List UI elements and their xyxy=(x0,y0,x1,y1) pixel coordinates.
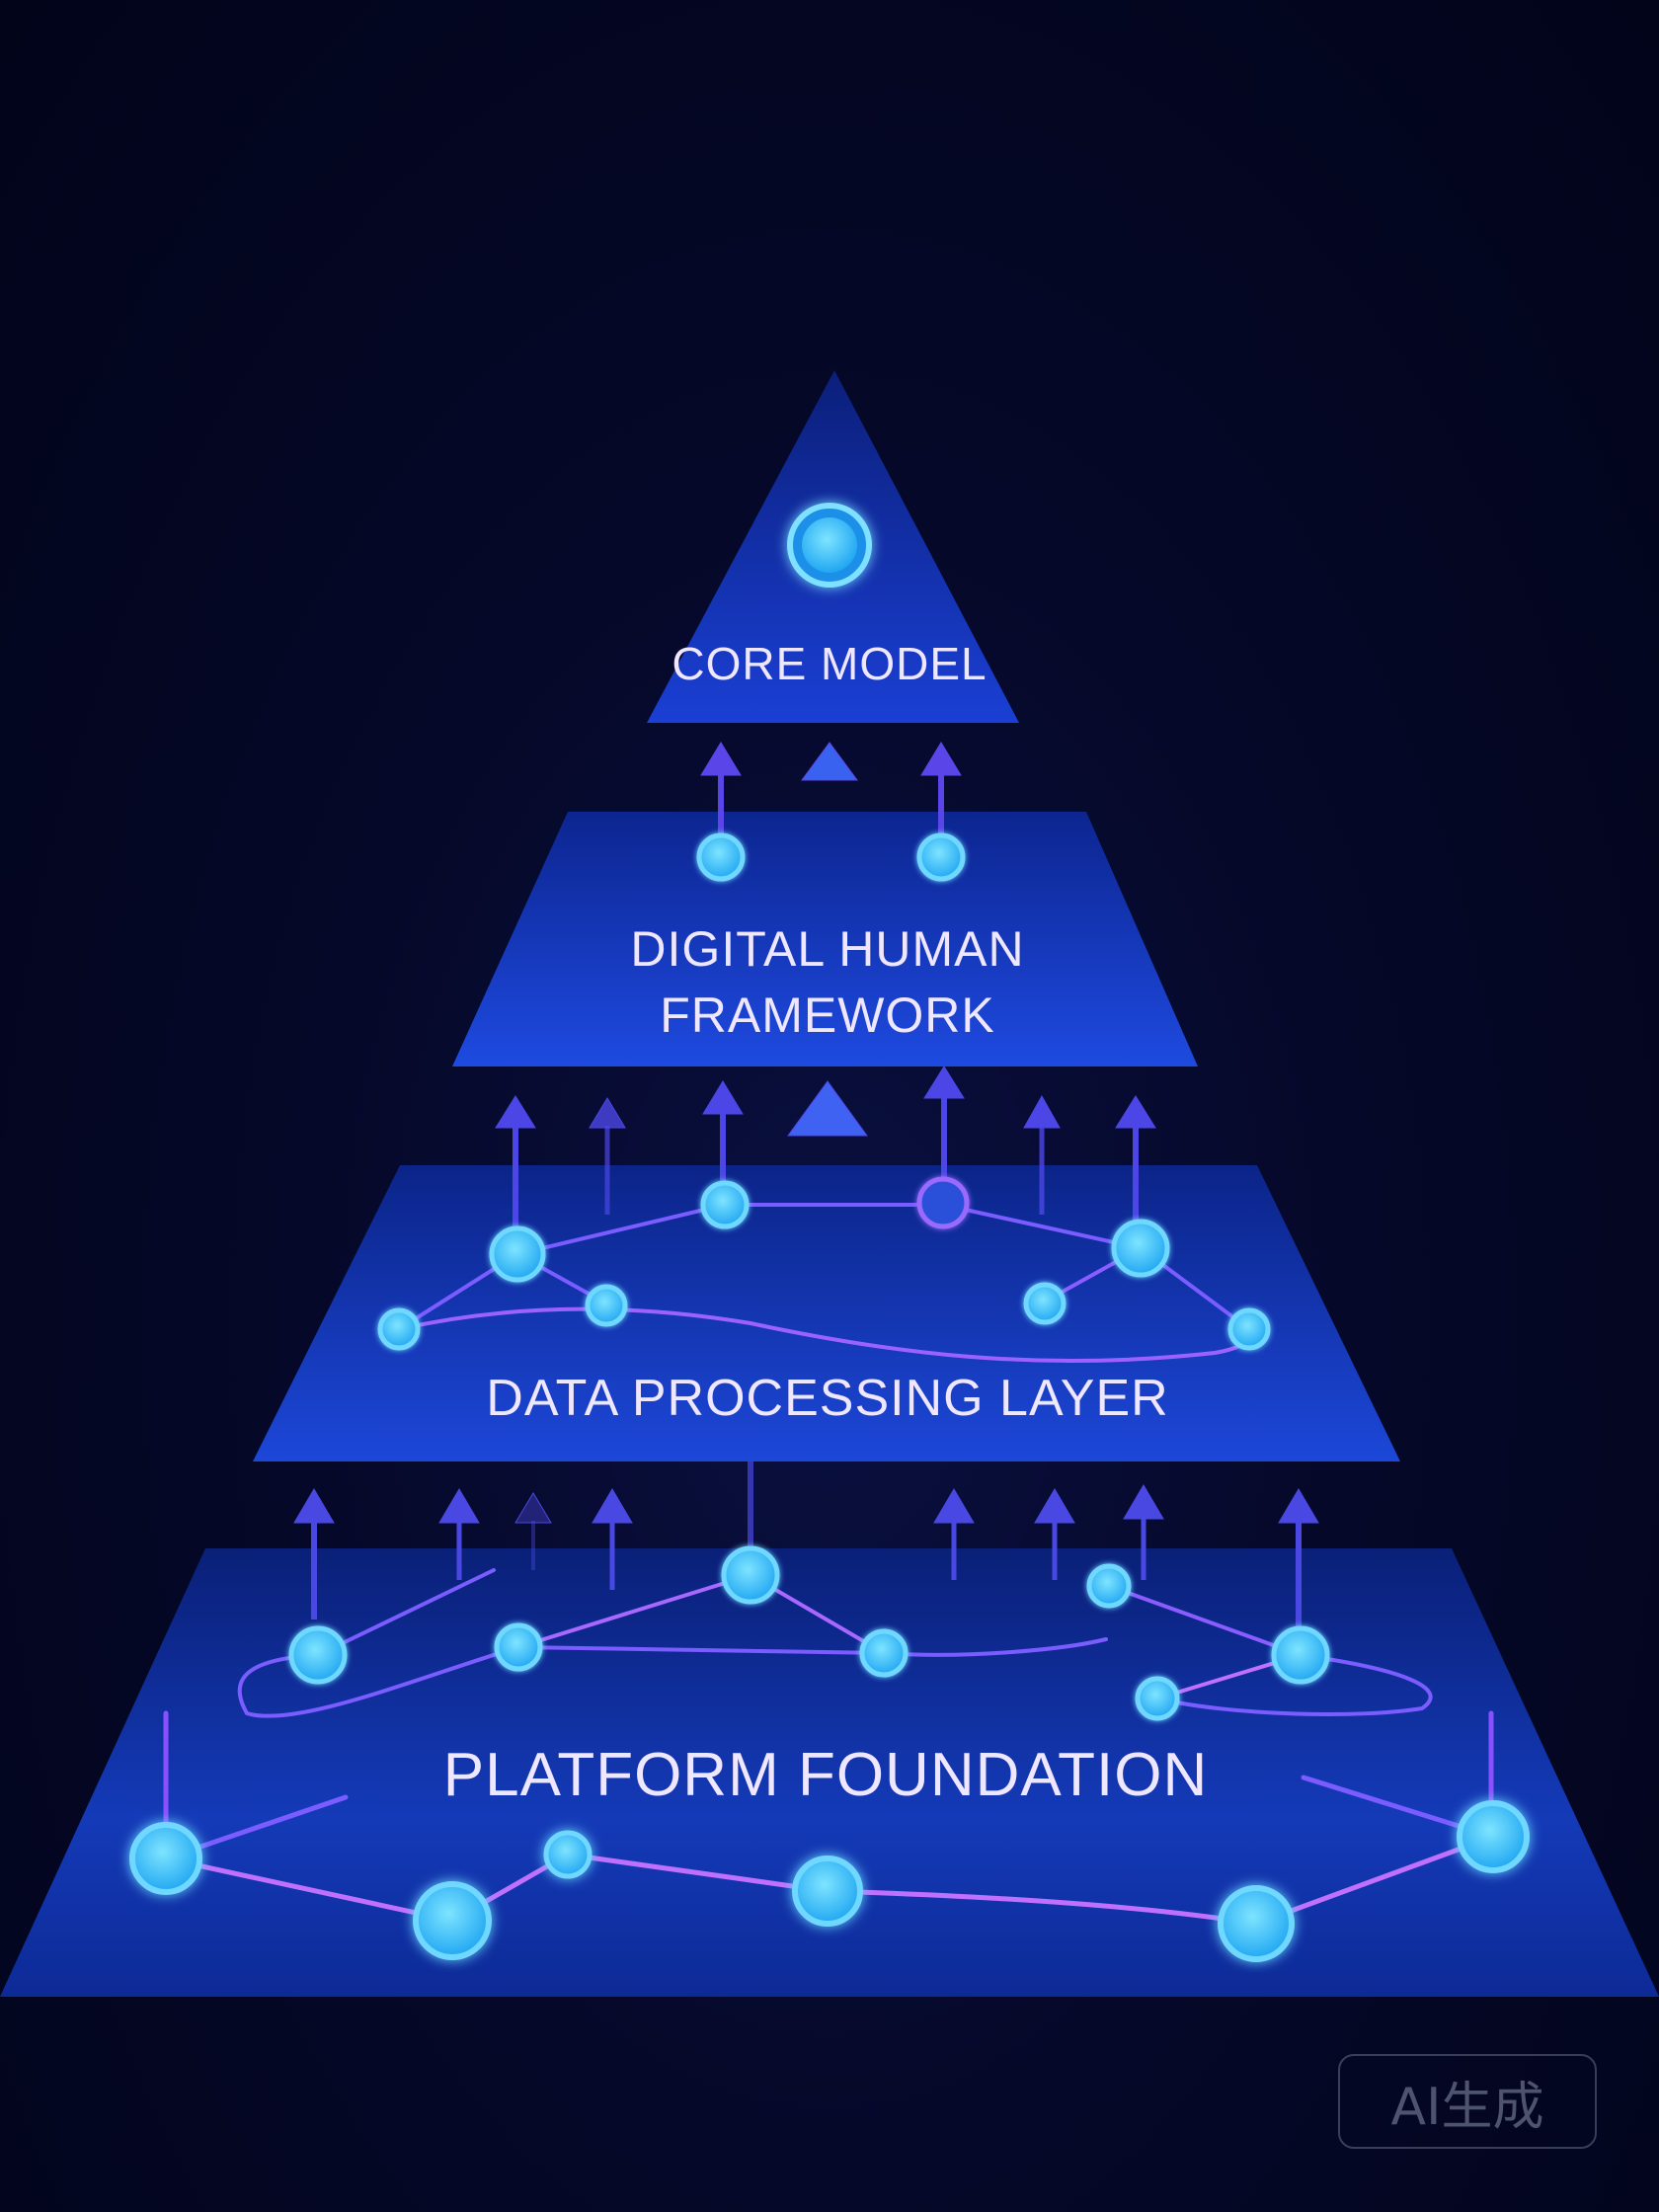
layer-foundation xyxy=(0,1548,1659,1997)
ai-generated-badge: AI生成 xyxy=(1338,2054,1597,2149)
label-core-model: CORE MODEL xyxy=(672,638,987,689)
foundation-upper-links xyxy=(237,1568,1433,1718)
label-framework-line1: DIGITAL HUMAN xyxy=(630,921,1024,977)
label-framework-line2: FRAMEWORK xyxy=(660,988,995,1043)
processing-nodes xyxy=(377,1176,1271,1351)
framework-nodes xyxy=(696,832,966,882)
label-platform-foundation: PLATFORM FOUNDATION xyxy=(443,1741,1208,1809)
arrows-framework-to-core xyxy=(700,742,962,889)
arrows-foundation-to-processing xyxy=(293,1462,1319,1629)
core-node xyxy=(787,503,872,588)
label-data-processing: DATA PROCESSING LAYER xyxy=(486,1370,1168,1427)
foundation-lower-nodes xyxy=(129,1800,1530,1962)
layer-framework xyxy=(452,812,1198,1066)
foundation-upper-nodes xyxy=(288,1545,1330,1721)
